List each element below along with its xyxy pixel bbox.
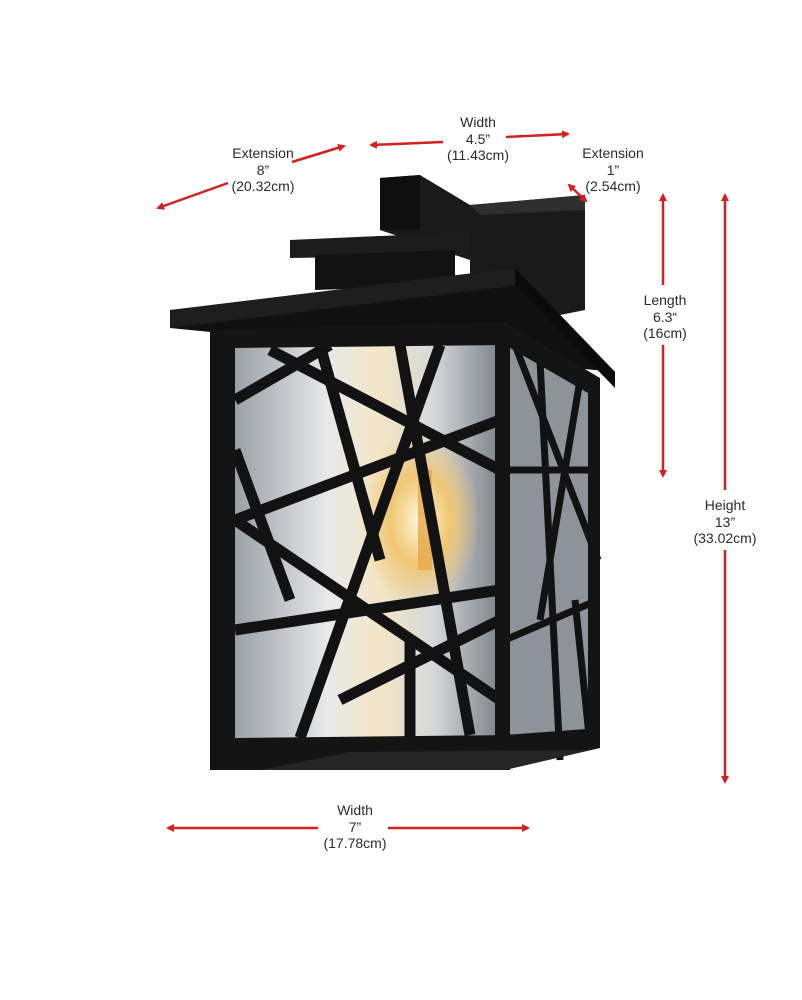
dimension-inches: 13” [714, 513, 736, 530]
front-lattice [229, 340, 504, 740]
lantern-frame [210, 322, 600, 770]
dimension-title: Width [337, 802, 373, 818]
extension-8-arrow-right [291, 143, 346, 164]
extension-long-label: Extension 8” (20.32cm) [231, 145, 294, 195]
width-top-arrow-right [505, 130, 570, 139]
dimension-cm: (2.54cm) [585, 178, 641, 194]
dimension-title: Extension [582, 145, 644, 161]
extension-8-arrow-left [156, 181, 229, 210]
dimension-inches: 1” [606, 161, 620, 178]
lantern-cap [290, 232, 470, 290]
extension-short-label: Extension 1” (2.54cm) [582, 145, 643, 195]
dimension-inches: 7” [348, 818, 362, 835]
dimension-cm: (33.02cm) [693, 530, 757, 546]
dimension-cm: (17.78cm) [323, 835, 387, 851]
width-top-label: Width 4.5” (11.43cm) [447, 114, 509, 164]
width-bottom-label: Width 7” (17.78cm) [323, 802, 386, 852]
dimension-cm: (20.32cm) [231, 178, 295, 194]
width-top-arrow-left [369, 140, 444, 149]
length-label: Length 6.3“ (16cm) [643, 292, 687, 342]
dimension-title: Height [704, 497, 746, 513]
dimension-title: Width [460, 114, 496, 130]
dimension-title: Extension [232, 145, 294, 161]
dimension-cm: (16cm) [643, 325, 687, 341]
extension-1-arrow [567, 183, 588, 203]
dimension-inches: 8” [256, 161, 270, 178]
dimension-inches: 4.5” [465, 130, 491, 147]
dimension-arrows [156, 130, 729, 832]
height-label: Height 13” (33.02cm) [693, 497, 756, 547]
side-lattice [503, 343, 602, 761]
dimension-inches: 6.3“ [652, 308, 678, 325]
dimension-title: Length [643, 292, 687, 308]
dimension-cm: (11.43cm) [447, 147, 509, 163]
